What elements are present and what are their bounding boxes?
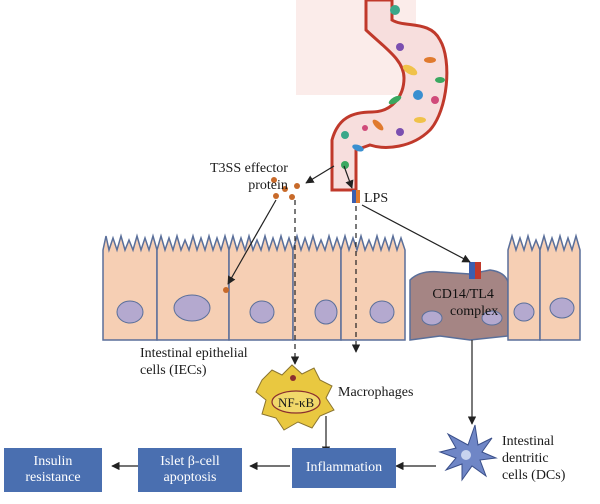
cd14-label-line1: CD14/TL4 [432, 287, 494, 302]
gut-microbes [341, 5, 445, 169]
epithelial-cell [228, 233, 294, 341]
t3ss-label-line1: T3SS effector [210, 161, 288, 176]
dendritic-cell-illustration [438, 424, 498, 482]
epithelial-cell [156, 233, 230, 341]
epithelial-cell [292, 233, 342, 341]
dc-label: Intestinal dentritic cells (DCs) [502, 433, 565, 484]
dendritic-contact-cell [409, 269, 509, 341]
cd14-label-line2: complex [450, 304, 499, 319]
arrow-t3ss-to-iec [227, 199, 277, 285]
inflammation-box: Inflammation [292, 448, 396, 488]
cd14-tl4-receptor-icon [469, 262, 481, 279]
pathway-arrows [111, 165, 477, 471]
effector-protein-dots [223, 177, 300, 293]
inflammation-label: Inflammation [305, 460, 383, 475]
dc-label-line2: dentritic [502, 451, 549, 466]
insulin-resistance-box: Insulin resistance [4, 448, 102, 492]
stomach-illustration [296, 0, 449, 192]
dc-label-line3: cells (DCs) [502, 468, 566, 483]
epithelial-cell [102, 233, 158, 341]
macrophages-label: Macrophages [338, 385, 414, 400]
arrow-lps-to-receptor [361, 204, 471, 263]
arrow-to-t3ss [305, 165, 335, 184]
islet-line2: apoptosis [163, 470, 217, 485]
nfkb-label: NF-κB [278, 395, 315, 410]
epithelial-cell [507, 233, 541, 341]
epithelial-cell [539, 233, 581, 341]
t3ss-label-line2: protein [248, 178, 288, 193]
lps-label: LPS [364, 191, 389, 206]
dc-label-line1: Intestinal [502, 434, 555, 449]
iec-label-line1: Intestinal epithelial [140, 346, 248, 361]
iec-label-line2: cells (IECs) [140, 363, 207, 378]
islet-line1: Islet β-cell [160, 454, 220, 469]
macrophage-illustration [255, 364, 335, 431]
iec-label: Intestinal epithelial cells (IECs) [140, 345, 248, 379]
lps-icon [352, 190, 360, 203]
islet-apoptosis-box: Islet β-cell apoptosis [138, 448, 242, 492]
insulin-line2: resistance [25, 470, 81, 485]
t3ss-label: T3SS effector protein [210, 160, 288, 194]
arrow-to-lps [343, 165, 354, 189]
epithelial-cell [340, 233, 406, 341]
epithelial-cell-layer [102, 233, 581, 341]
cd14-label: CD14/TL4 complex [428, 286, 498, 320]
insulin-line1: Insulin [33, 454, 73, 469]
